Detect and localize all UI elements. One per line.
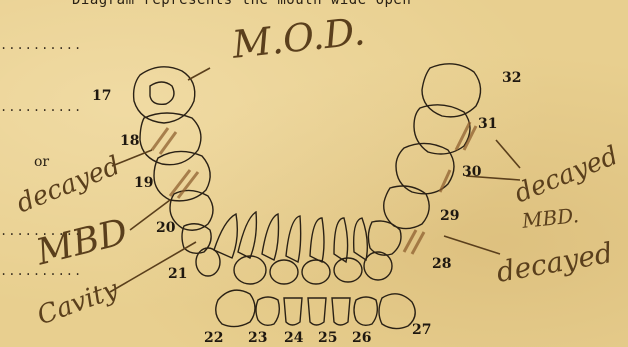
- tooth-number-24: 24: [284, 330, 303, 346]
- tooth-number-28: 28: [432, 256, 451, 272]
- lower-teeth: [216, 290, 415, 328]
- upper-incisors: [214, 212, 367, 262]
- tooth-number-17: 17: [92, 88, 111, 104]
- crown-row: [196, 248, 392, 284]
- tooth-number-20: 20: [156, 220, 175, 236]
- upper-right-molars: [368, 64, 480, 255]
- tooth-number-27: 27: [412, 322, 431, 338]
- tooth-number-21: 21: [168, 266, 187, 282]
- tooth-number-31: 31: [478, 116, 497, 132]
- tooth-number-30: 30: [462, 164, 481, 180]
- tooth-number-19: 19: [134, 175, 153, 191]
- tooth-number-26: 26: [352, 330, 371, 346]
- tooth-number-29: 29: [440, 208, 459, 224]
- tooth-number-23: 23: [248, 330, 267, 346]
- tooth-number-18: 18: [120, 133, 139, 149]
- tooth-number-25: 25: [318, 330, 337, 346]
- tooth-number-22: 22: [204, 330, 223, 346]
- tooth-number-32: 32: [502, 70, 521, 86]
